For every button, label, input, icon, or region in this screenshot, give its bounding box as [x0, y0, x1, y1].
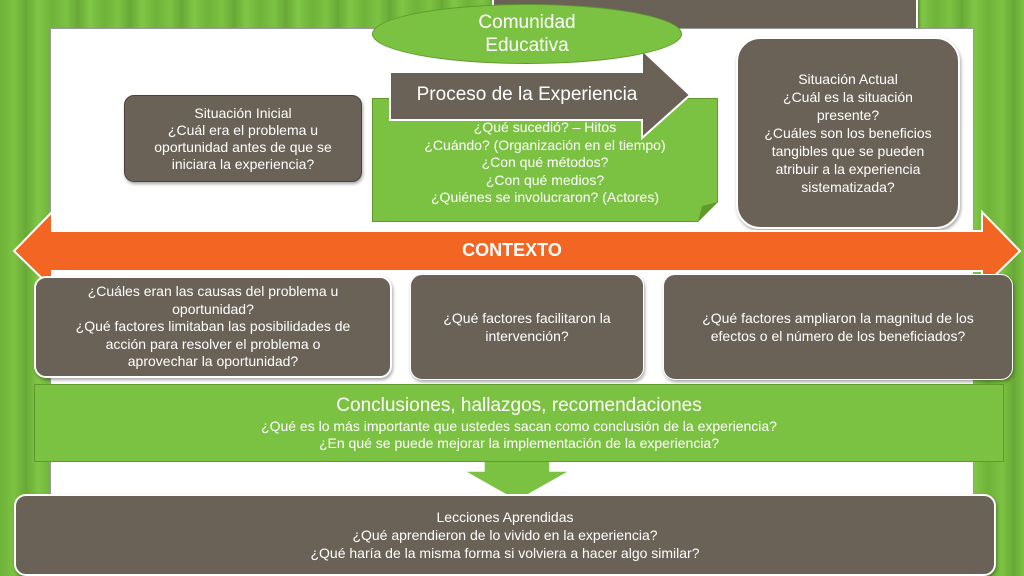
situacion-actual-box: Situación Actual ¿Cuál es la situación p… [736, 37, 960, 229]
facilitaron-line: ¿Qué factores facilitaron la [443, 310, 611, 326]
causas-line: ¿Cuáles eran las causas del problema u [87, 283, 339, 300]
comunidad-line: Comunidad [478, 12, 576, 33]
conclusiones-line: ¿En qué se puede mejorar la implementaci… [318, 435, 719, 451]
ampliaron-box: ¿Qué factores ampliaron la magnitud de l… [663, 274, 1013, 380]
causas-line: oportunidad? [172, 300, 254, 317]
situacion-inicial-title: Situación Inicial [194, 104, 292, 121]
ampliaron-line: ¿Qué factores ampliaron la magnitud de l… [702, 310, 974, 326]
lecciones-box: Lecciones Aprendidas ¿Qué aprendieron de… [14, 494, 996, 576]
lecciones-line: ¿Qué haría de la misma forma si volviera… [310, 545, 700, 561]
conclusiones-title: Conclusiones, hallazgos, recomendaciones [336, 394, 702, 416]
conclusiones-line: ¿Qué es lo más importante que ustedes sa… [261, 417, 777, 434]
lecciones-title: Lecciones Aprendidas [436, 509, 574, 525]
proceso-line: ¿Con qué métodos? [481, 154, 609, 170]
proceso-line: ¿Quiénes se involucraron? (Actores) [431, 189, 659, 205]
causas-box: ¿Cuáles eran las causas del problema u o… [34, 276, 392, 378]
situacion-actual-line: tangibles que se pueden [771, 143, 925, 159]
situacion-actual-line: presente? [816, 107, 880, 123]
situacion-actual-line: ¿Cuáles son los beneficios [764, 125, 932, 141]
situacion-inicial-line: oportunidad antes de que se [154, 138, 332, 155]
proceso-title: Proceso de la Experiencia [416, 84, 638, 105]
facilitaron-line: intervención? [485, 328, 569, 344]
causas-line: acción para resolver el problema o [105, 335, 321, 352]
fold-corner-icon [698, 202, 718, 222]
proceso-line: ¿Cuándo? (Organización en el tiempo) [424, 136, 666, 153]
situacion-inicial-box: Situación Inicial ¿Cuál era el problema … [124, 95, 362, 182]
comunidad-educativa-oval: Comunidad Educativa [372, 4, 682, 64]
facilitaron-box: ¿Qué factores facilitaron la intervenció… [410, 274, 644, 380]
causas-line: aprovechar la oportunidad? [127, 353, 299, 370]
causas-line: ¿Qué factores limitaban las posibilidade… [75, 318, 351, 335]
situacion-inicial-line: iniciara la experiencia? [171, 155, 315, 172]
proceso-line: ¿Con qué medios? [485, 171, 605, 188]
conclusiones-box: Conclusiones, hallazgos, recomendaciones… [34, 384, 1004, 462]
situacion-actual-line: ¿Cuál es la situación [783, 89, 913, 105]
situacion-inicial-line: ¿Cuál era el problema u [167, 121, 319, 138]
comunidad-line: Educativa [485, 35, 569, 56]
situacion-actual-title: Situación Actual [798, 71, 898, 87]
lecciones-line: ¿Qué aprendieron de lo vivido en la expe… [352, 527, 658, 543]
situacion-actual-line: sistematizada? [801, 179, 895, 195]
ampliaron-line: efectos o el número de los beneficiados? [710, 328, 966, 344]
proceso-arrow [389, 47, 692, 141]
situacion-actual-line: atribuir a la experiencia [775, 161, 921, 177]
contexto-label: CONTEXTO [462, 240, 562, 260]
proceso-line: ¿Qué sucedió? – Hitos [473, 119, 617, 135]
